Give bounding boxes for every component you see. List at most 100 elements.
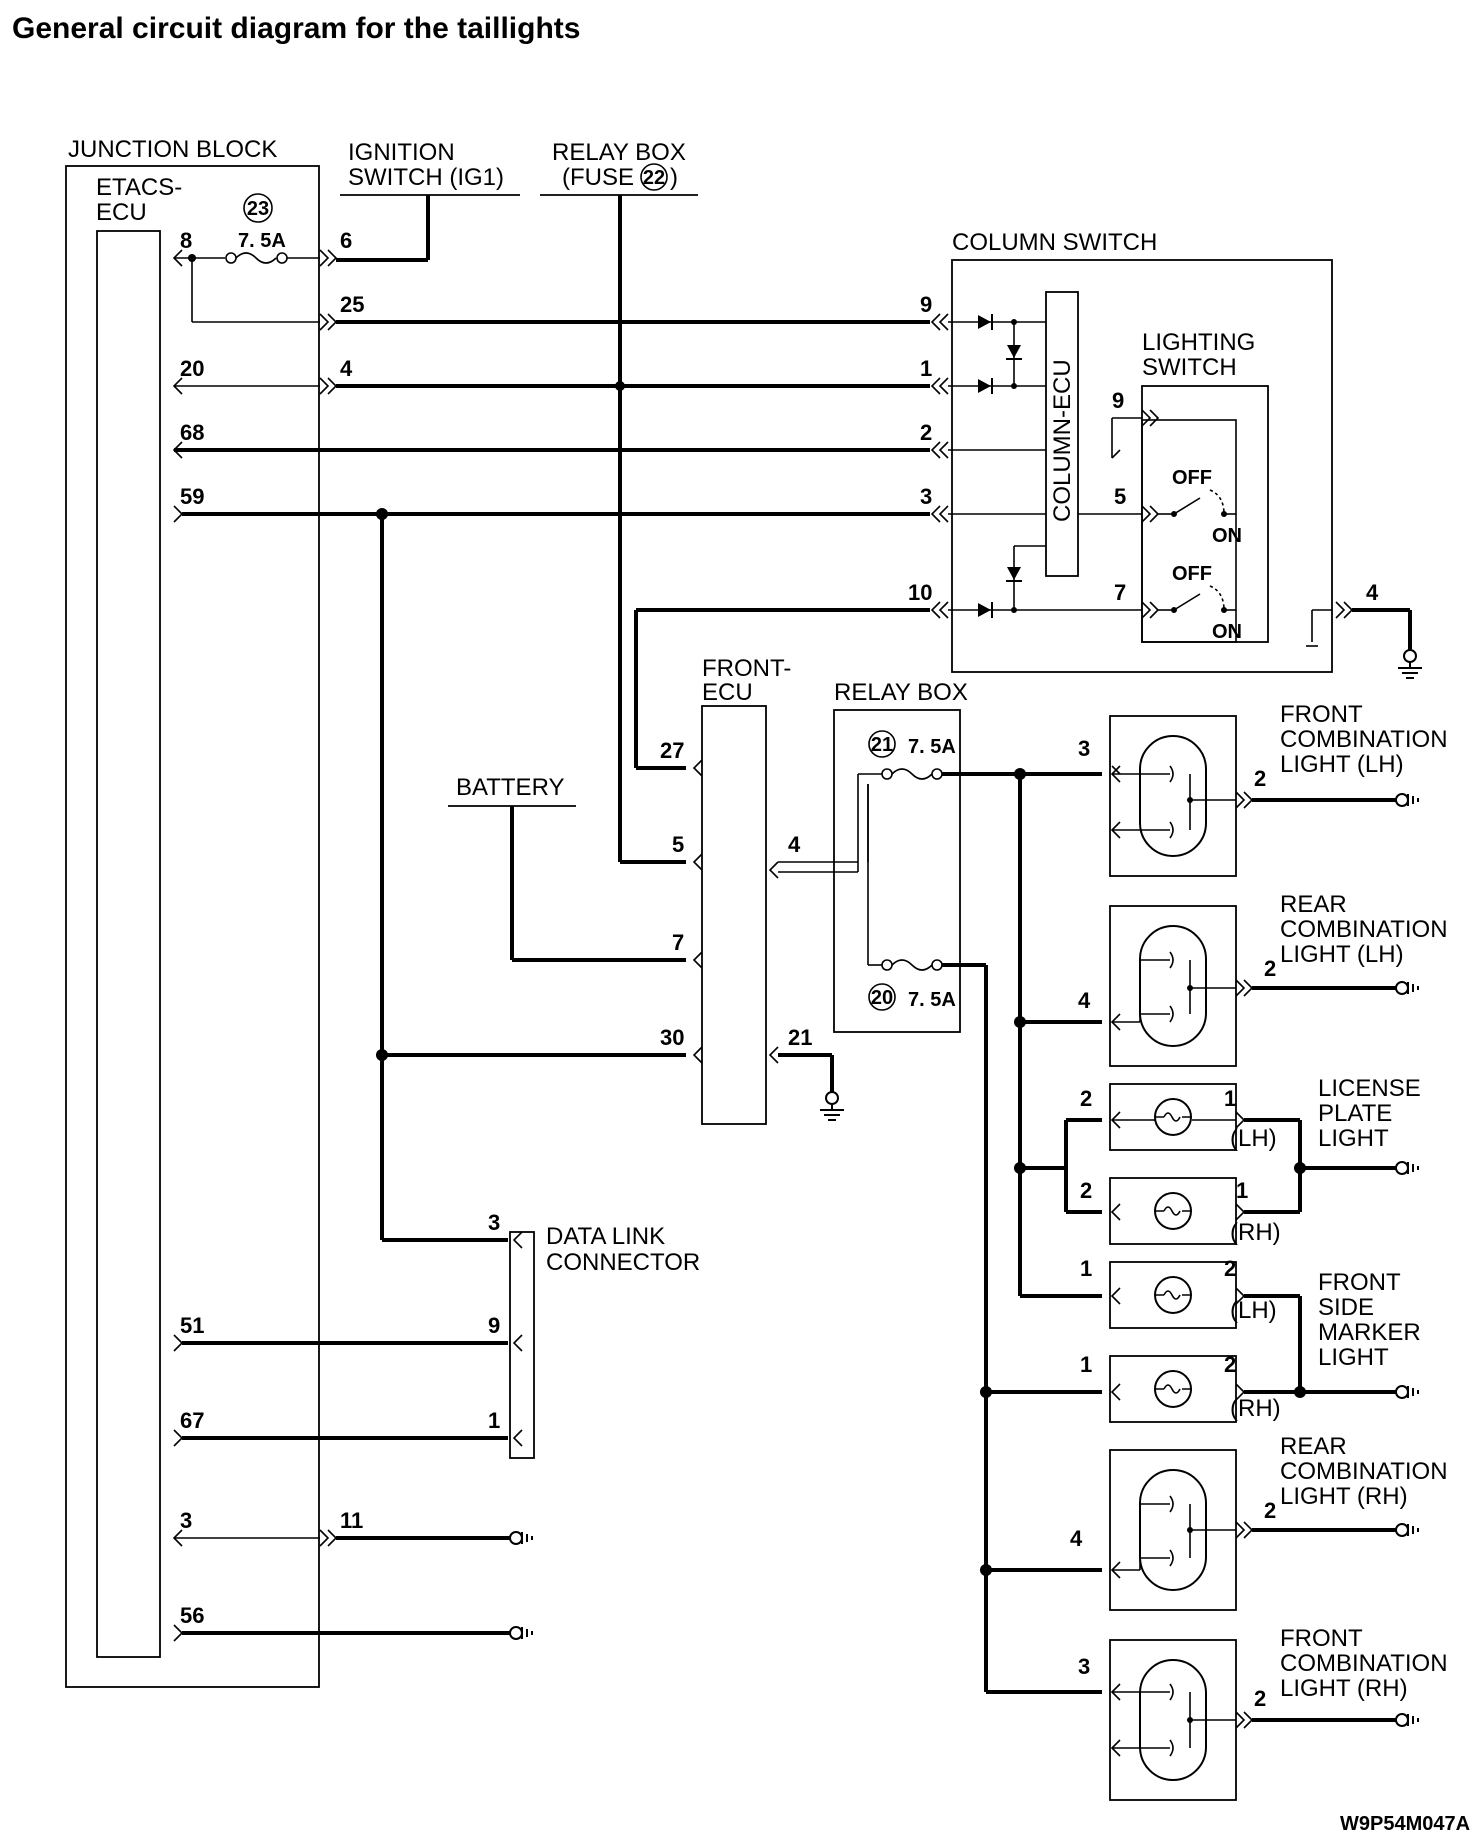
ground-icon	[1395, 1161, 1419, 1175]
ignition-switch-label: IGNITION	[348, 139, 455, 166]
light-label: FRONT	[1280, 1625, 1363, 1652]
switch-on-label: ON	[1212, 621, 1242, 643]
ground-icon	[509, 1531, 533, 1545]
pin-label: 68	[180, 420, 204, 445]
pin-label: 4	[788, 832, 801, 857]
light-label: LIGHT	[1318, 1344, 1389, 1371]
pin-label: 9	[488, 1313, 500, 1338]
pin-label: 3	[488, 1210, 500, 1235]
ground-icon	[1395, 793, 1419, 807]
pin-label: 4	[1366, 580, 1379, 605]
fuse-20-rating: 7. 5A	[908, 989, 956, 1011]
etacs-ecu-label: ETACS-	[96, 174, 182, 201]
lighting-switch-label: LIGHTING	[1142, 329, 1255, 356]
pin-label: 27	[660, 738, 684, 763]
pin-label: 11	[340, 1508, 363, 1533]
light-label: LICENSE	[1318, 1075, 1421, 1102]
junction-block: JUNCTION BLOCK ETACS- ECU 23 7. 5A 8 6 2…	[65, 136, 364, 1688]
pin-label: 7	[1114, 580, 1126, 605]
light-label: FRONT	[1280, 701, 1363, 728]
lh-label: (LH)	[1230, 1297, 1277, 1324]
pin-label: 3	[920, 484, 932, 509]
column-switch: COLUMN SWITCH 9 1 2 3 10 COLUMN-ECU	[908, 229, 1423, 679]
battery: BATTERY	[448, 774, 686, 962]
pin-label: 56	[180, 1603, 204, 1628]
lighting-switch-label-2: SWITCH	[1142, 354, 1237, 381]
data-link-label-2: CONNECTOR	[546, 1249, 700, 1276]
relay-box: RELAY BOX 21 7. 5A 20 7. 5A	[778, 679, 968, 1033]
pin-label: 10	[908, 580, 932, 605]
page-title: General circuit diagram for the tailligh…	[12, 12, 580, 45]
rh-label: (RH)	[1230, 1395, 1281, 1422]
rh-label: (RH)	[1230, 1219, 1281, 1246]
pin-label: 4	[1078, 988, 1091, 1013]
light-label: COMBINATION	[1280, 726, 1448, 753]
light-label: MARKER	[1318, 1319, 1421, 1346]
lighting-switch-1-icon: OFF ON	[1158, 467, 1242, 547]
ground-icon	[819, 1103, 845, 1121]
light-label: COMBINATION	[1280, 1458, 1448, 1485]
pin-label: 7	[672, 930, 684, 955]
fuse-22-number: 22	[643, 167, 665, 189]
pin-label: 4	[340, 356, 353, 381]
pin-label: 1	[1224, 1086, 1236, 1111]
front-ecu: FRONT- ECU 27 5 7 30 4 21	[660, 655, 845, 1125]
pin-label: 51	[180, 1313, 204, 1338]
pin-label: 20	[180, 356, 204, 381]
switch-on-label: ON	[1212, 525, 1242, 547]
fuse-number-circle	[243, 193, 273, 223]
front-ecu-label: FRONT-	[702, 655, 791, 682]
pin-label: 59	[180, 484, 204, 509]
rear-combination-light-rh: REAR COMBINATION LIGHT (RH) 4 2	[1070, 1433, 1448, 1611]
pin-label: 2	[1254, 766, 1266, 791]
pin-label: 9	[1112, 388, 1124, 413]
pin-label: 1	[1080, 1256, 1092, 1281]
pin-label: 6	[340, 228, 352, 253]
relay-box-label-2: RELAY BOX	[834, 679, 968, 706]
pin-label: 2	[1254, 1686, 1266, 1711]
lh-label: (LH)	[1230, 1125, 1277, 1152]
relay-box-label: RELAY BOX	[552, 139, 686, 166]
pin-label: 2	[920, 420, 932, 445]
fuse-20-number: 20	[871, 987, 893, 1009]
light-label: LIGHT (LH)	[1280, 941, 1404, 968]
lighting-switch-2-icon: OFF ON	[1158, 563, 1242, 643]
front-side-marker-light: 1 2 (LH) 1 2 (RH) FRONT SIDE MARKER LIGH…	[1080, 1256, 1421, 1423]
light-label: COMBINATION	[1280, 1650, 1448, 1677]
pin-label: 2	[1264, 1498, 1276, 1523]
front-combination-light-lh: FRONT COMBINATION LIGHT (LH) 3 2	[1078, 701, 1448, 877]
rear-combination-light-lh: REAR COMBINATION LIGHT (LH) 4 2	[1078, 891, 1448, 1067]
pin-label: 67	[180, 1408, 204, 1433]
ground-icon	[1395, 981, 1419, 995]
pin-label: 2	[1080, 1178, 1092, 1203]
pin-label: 5	[1114, 484, 1126, 509]
relay-box-fuse-close: )	[670, 164, 678, 191]
fuse-21-icon	[858, 768, 943, 780]
light-label: LIGHT (RH)	[1280, 1675, 1408, 1702]
pin-label: 5	[672, 832, 684, 857]
pin-label: 1	[488, 1408, 500, 1433]
pin-label: 2	[1080, 1086, 1092, 1111]
column-ecu-label: COLUMN-ECU	[1049, 359, 1076, 522]
light-label: COMBINATION	[1280, 916, 1448, 943]
light-label: SIDE	[1318, 1294, 1374, 1321]
switch-off-label: OFF	[1172, 467, 1212, 489]
junction-block-label: JUNCTION BLOCK	[68, 136, 277, 163]
fuse-23-rating: 7. 5A	[238, 230, 286, 252]
ground-icon	[509, 1626, 533, 1640]
pin-label: 4	[1070, 1526, 1083, 1551]
pin-label: 1	[920, 356, 932, 381]
pin-label: 2	[1264, 956, 1276, 981]
light-label: REAR	[1280, 1433, 1347, 1460]
fuse-21-rating: 7. 5A	[908, 736, 956, 758]
pin-label: 8	[180, 228, 192, 253]
fuse-23-icon	[192, 252, 320, 264]
ground-icon	[1395, 1523, 1419, 1537]
light-label: PLATE	[1318, 1100, 1392, 1127]
fuse-20-icon	[867, 784, 943, 971]
pin-label: 1	[1236, 1178, 1248, 1203]
column-switch-label: COLUMN SWITCH	[952, 229, 1157, 256]
fuse-21-number: 21	[871, 734, 893, 756]
data-link-connector: 3 9 1 DATA LINK CONNECTOR	[488, 1210, 700, 1459]
